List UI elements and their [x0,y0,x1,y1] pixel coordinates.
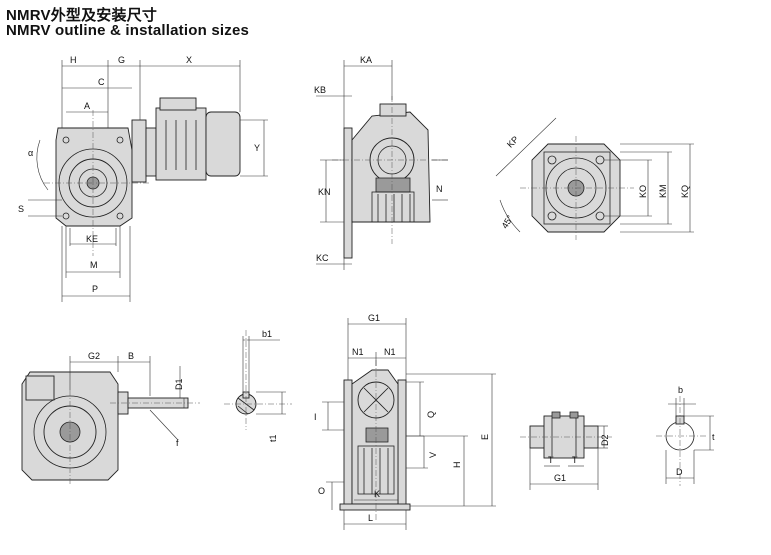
dim-label-e: E [480,434,490,440]
flange-bolt [547,155,557,165]
dim-label-g2: G2 [88,351,100,361]
dim-label-y: Y [254,143,260,153]
view-side-feet: G1 N1 N1 I Q E V H O K [314,313,496,530]
title-english: NMRV outline & installation sizes [6,22,250,39]
side-top-flange [379,103,407,117]
bolt-hole [116,212,124,220]
feet-left-plate [343,379,353,509]
dim-label-q: Q [426,411,436,418]
dim-label-c: C [98,77,105,87]
dim-label-n: N [436,184,443,194]
dim-label-b1: b1 [262,329,272,339]
view-flange: KP 45° KO KM KQ [495,117,694,240]
dim-label-kq: KQ [680,185,690,198]
dim-label-i: I [314,412,317,422]
dim-label-m: M [90,260,98,270]
dim-label-kb: KB [314,85,326,95]
dim-label-ka: KA [360,55,372,65]
feet-base-plate [339,503,411,511]
dim-label-o: O [318,486,325,496]
dim-label-t-left: T [548,455,554,465]
feet-right-plate [397,379,407,509]
dim-label-n1-left: N1 [352,347,364,357]
dim-label-a: A [84,101,90,111]
dim-label-s: S [18,204,24,214]
dim-label-g1-shaft: G1 [554,473,566,483]
dim-label-d: D [676,467,683,477]
dim-label-kn: KN [318,187,331,197]
dim-label-ke: KE [86,234,98,244]
view-shaft-keyway: b1 t1 [224,329,292,442]
title-chinese: NMRV外型及安装尺寸 [6,7,158,24]
dim-label-t-right: T [572,455,578,465]
dim-label-g1: G1 [368,313,380,323]
feet-output-block [365,427,389,443]
dim-label-t1: t1 [268,434,278,442]
bolt-hole [116,136,124,144]
view-side: KA KB KN N KC [314,55,448,270]
gearbox2-top-left [25,375,55,401]
dim-label-b: B [128,351,134,361]
flange-bolt [547,211,557,221]
dim-label-h-feet: H [452,462,462,469]
dim-label-d1: D1 [174,378,184,390]
dim-label-n1-right: N1 [384,347,396,357]
dim-label-p: P [92,284,98,294]
side-output-block [375,177,411,193]
dim-label-t-small: t [712,432,715,442]
motor-fan-cover [205,111,241,177]
angle-label-45: 45° [500,213,516,230]
dim-label-h: H [70,55,77,65]
dim-label-g: G [118,55,125,65]
dim-label-km: KM [658,185,668,199]
dim-label-ko: KO [638,185,648,198]
terminal-box [159,97,197,111]
view-front-input-shaft: G2 B D1 f [21,351,200,484]
dim-label-d2: D2 [600,434,610,446]
angle-label-alpha: α [28,148,33,158]
label-f: f [176,438,179,448]
dim-label-b-small: b [678,385,683,395]
dim-label-k: K [374,489,380,499]
dim-label-x: X [186,55,192,65]
dim-label-kc: KC [316,253,329,263]
dim-label-kp: KP [505,134,521,150]
view-bore-keyway: b t D [656,385,715,486]
bolt-hole [62,136,70,144]
shaft-key-right [569,411,579,419]
dim-label-v: V [428,452,438,458]
adapter [145,127,157,177]
view-front-with-motor: H G X C A Y α S KE M P [18,55,268,302]
shaft-key-left [551,411,561,419]
bolt-hole [62,212,70,220]
side-base [371,191,415,223]
motor-front [155,107,207,181]
mounting-plate [343,127,353,259]
view-output-shaft: D2 T T G1 [520,411,612,490]
dim-label-l: L [368,513,373,523]
input-flange [131,119,147,183]
